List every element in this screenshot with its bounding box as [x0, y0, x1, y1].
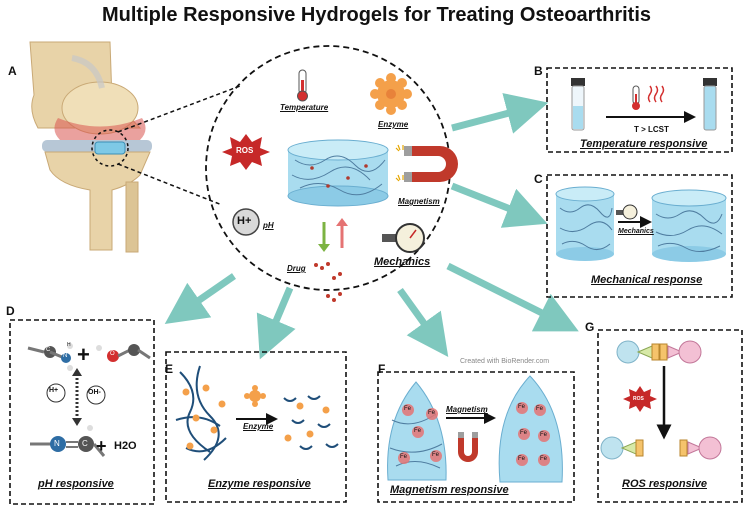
fe-label-4: Fe — [400, 454, 408, 460]
knee-joint-illustration — [29, 41, 152, 253]
vial-before-icon — [571, 78, 585, 131]
oh-minus-label: OH- — [88, 389, 101, 396]
panel-e-caption: Enzyme responsive — [208, 478, 311, 490]
hydrogel-cylinder — [287, 139, 389, 207]
enzyme-beads-after — [284, 402, 330, 442]
panel-f-letter: F — [378, 362, 386, 376]
lcst-condition: T > LCST — [634, 125, 669, 134]
enzyme-label: Enzyme — [378, 120, 409, 129]
panel-e-stimulus: Enzyme — [243, 422, 274, 431]
fe-label-10: Fe — [518, 456, 526, 462]
panel-e-letter: E — [165, 362, 174, 376]
vial-after-icon — [703, 78, 717, 131]
enzyme-network-before — [175, 365, 227, 461]
panel-g-caption: ROS responsive — [622, 478, 707, 490]
arrow-to-e — [256, 286, 296, 360]
arrow-to-b — [451, 93, 549, 134]
panel-c-letter: C — [534, 172, 543, 186]
magnetism-label: Magnetism — [398, 197, 440, 206]
enzyme-icon — [370, 73, 412, 115]
panel-a-letter: A — [8, 64, 17, 78]
panel-e-box — [165, 351, 347, 503]
pressure-gauge-icon — [382, 223, 425, 253]
ros-linked-molecule — [616, 340, 702, 364]
fe-label-1: Fe — [404, 406, 412, 412]
arrow-to-g — [446, 262, 579, 332]
ph-products — [30, 425, 106, 457]
panel-g-box — [597, 329, 743, 503]
atom-o-label: O — [110, 351, 115, 357]
teal-arrows — [164, 93, 579, 360]
atom-c-label: C — [46, 347, 51, 353]
ros-star-icon — [222, 134, 270, 170]
enzyme-fragments-after — [283, 395, 339, 450]
enzyme-beads-before — [182, 384, 226, 450]
panel-b-letter: B — [534, 64, 543, 78]
mechanics-gauge-icon — [616, 204, 638, 220]
fe-label-8: Fe — [520, 430, 528, 436]
water-label: H2O — [114, 440, 137, 452]
drug-molecules-icon — [314, 262, 342, 302]
panel-g-letter: G — [585, 320, 595, 334]
magnetic-hydrogel-before — [387, 381, 447, 481]
proton-circle-icon — [232, 208, 260, 236]
ph-symbol-label: H+ — [237, 215, 252, 227]
panel-b-box — [546, 67, 733, 153]
panel-f-stimulus: Magnetism — [446, 405, 488, 414]
panel-g-stimulus: ROS — [633, 396, 644, 402]
panel-d-box — [9, 319, 155, 505]
fe-label-11: Fe — [540, 456, 548, 462]
oh-minus-circle — [86, 385, 106, 405]
heat-thermometer-icon — [632, 85, 665, 110]
hydrogel-after-compression — [651, 189, 727, 262]
temperature-label: Temperature — [280, 103, 329, 112]
h-plus-circle — [46, 383, 66, 403]
panel-c-box — [546, 174, 733, 298]
product-c-label: C — [82, 439, 88, 448]
figure-title: Multiple Responsive Hydrogels for Treati… — [102, 4, 651, 26]
arrow-to-f — [397, 287, 449, 358]
arrow-to-d — [164, 273, 236, 324]
panel-b-caption: Temperature responsive — [580, 138, 708, 150]
magnet-icon — [395, 144, 458, 182]
ros-cleaved-fragments — [600, 436, 722, 460]
fe-label-3: Fe — [428, 410, 436, 416]
atom-h-label: H — [67, 342, 71, 348]
panel-c-stimulus: Mechanics — [618, 228, 654, 235]
arrow-to-c — [450, 182, 548, 228]
enzyme-small-icon — [244, 385, 266, 407]
panel-d-letter: D — [6, 304, 15, 318]
panel-f-caption: Magnetism responsive — [390, 484, 509, 496]
panel-c-caption: Mechanical response — [591, 274, 703, 286]
mechanics-label: Mechanics — [374, 256, 431, 268]
fe-label-6: Fe — [518, 404, 526, 410]
hydrogel-before-compression — [555, 186, 615, 261]
ros-label: ROS — [236, 146, 254, 155]
plus-sign-bottom: + — [96, 436, 107, 456]
panel-d-caption: pH responsive — [38, 478, 114, 490]
fe-label-7: Fe — [536, 406, 544, 412]
small-magnet-icon — [458, 432, 478, 462]
zoom-line-bottom — [117, 163, 223, 206]
thermometer-icon — [297, 69, 308, 102]
ph-label: pH — [263, 221, 274, 230]
ros-small-star-icon — [623, 386, 657, 412]
drug-label: Drug — [287, 264, 306, 273]
plus-sign-top: + — [77, 342, 90, 367]
fe-label-2: Fe — [414, 428, 422, 434]
h-plus-label: H+ — [49, 387, 59, 394]
biorender-credit: Created with BioRender.com — [460, 358, 550, 365]
magnetic-hydrogel-after — [498, 375, 563, 483]
atom-n-label: N — [63, 353, 68, 359]
zoom-line-top — [117, 85, 241, 133]
panel-f-box — [377, 371, 575, 503]
ph-reactants — [27, 343, 151, 371]
product-n-label: N — [54, 439, 60, 448]
fe-label-5: Fe — [432, 452, 440, 458]
fe-label-9: Fe — [540, 432, 548, 438]
